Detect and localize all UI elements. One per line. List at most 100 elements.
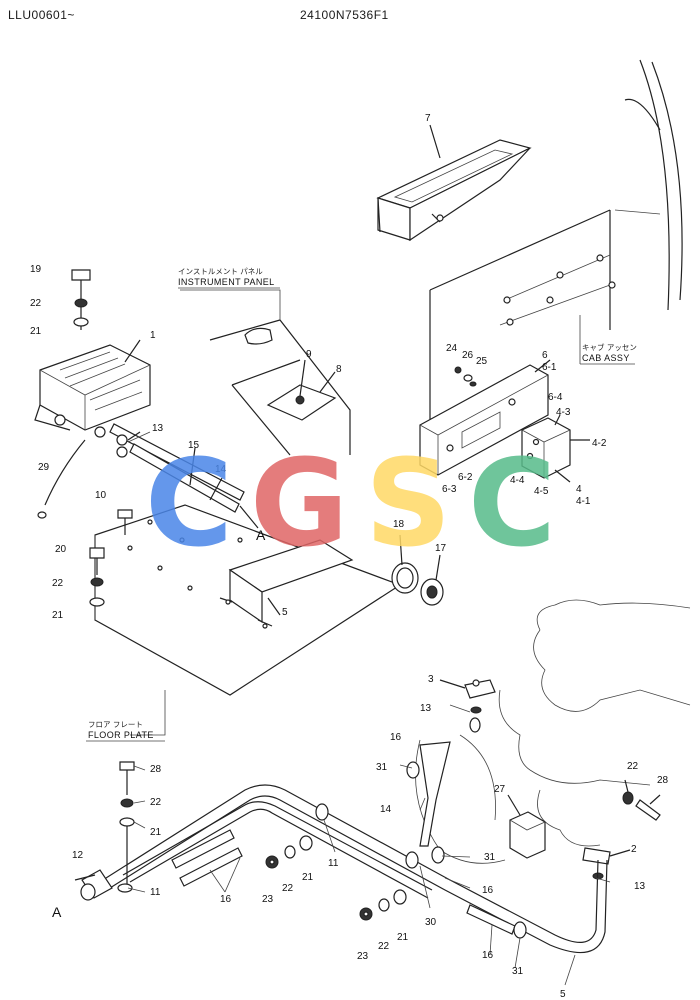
callout-21: 21 bbox=[30, 326, 42, 337]
instrument-panel-outline bbox=[180, 289, 351, 456]
callout-23: 23 bbox=[357, 951, 369, 962]
part-5-heater-pipe bbox=[94, 784, 608, 954]
callout-31: 31 bbox=[512, 966, 524, 977]
callout-22: 22 bbox=[378, 941, 390, 952]
part-7-overhead-unit bbox=[376, 124, 532, 242]
callout-4-1: 4-1 bbox=[576, 496, 591, 507]
cab-assy-label-jp: キャブ アッセン bbox=[582, 342, 637, 352]
callout-3: 3 bbox=[428, 674, 434, 685]
section-ref-a-upper: A bbox=[256, 527, 266, 543]
callout-21: 21 bbox=[150, 827, 162, 838]
callout-22: 22 bbox=[52, 578, 64, 589]
callout-14: 14 bbox=[215, 464, 227, 475]
callout-4-3: 4-3 bbox=[556, 407, 571, 418]
callout-27: 27 bbox=[494, 784, 506, 795]
callout-4-2: 4-2 bbox=[592, 438, 607, 449]
callout-5: 5 bbox=[282, 607, 288, 618]
callout-21: 21 bbox=[302, 872, 314, 883]
callout-12: 12 bbox=[72, 850, 84, 861]
fasteners-lower bbox=[117, 761, 407, 921]
model-serial-header: LLU00601~ bbox=[8, 8, 75, 22]
callout-30: 30 bbox=[425, 917, 437, 928]
callout-21: 21 bbox=[397, 932, 409, 943]
callout-16: 16 bbox=[482, 950, 494, 961]
parts-14-15-heater-hoses bbox=[109, 423, 259, 529]
cab-outline bbox=[429, 59, 683, 420]
callout-16: 16 bbox=[482, 885, 494, 896]
callout-numbers: 19 22 21 1 13 15 14 29 10 20 22 21 9 8 5… bbox=[30, 113, 669, 1000]
callout-11: 11 bbox=[328, 858, 339, 869]
part-5-bracket-upper bbox=[219, 539, 354, 629]
watermark-letter-s: S bbox=[365, 435, 451, 574]
part-16-hoses bbox=[171, 741, 516, 935]
callout-4: 4 bbox=[576, 484, 582, 495]
callout-16: 16 bbox=[220, 894, 232, 905]
callout-1: 1 bbox=[150, 330, 156, 341]
callout-29: 29 bbox=[38, 462, 50, 473]
callout-13: 13 bbox=[634, 881, 646, 892]
instrument-panel-label-jp: インストルメント パネル bbox=[178, 267, 263, 276]
part-1-heater-unit bbox=[34, 339, 151, 438]
callout-9: 9 bbox=[306, 349, 312, 360]
part-29-wire bbox=[37, 439, 86, 519]
floor-plate-outline bbox=[94, 504, 402, 736]
callout-16: 16 bbox=[390, 732, 402, 743]
engine-outline bbox=[415, 599, 691, 864]
callout-28: 28 bbox=[150, 764, 162, 775]
pipe-clamps bbox=[315, 717, 527, 939]
callout-24: 24 bbox=[446, 343, 458, 354]
floor-plate-label-jp: フロア フレート bbox=[88, 720, 143, 729]
callout-22: 22 bbox=[627, 761, 639, 772]
callout-6-1: 6-1 bbox=[542, 362, 557, 373]
callout-17: 17 bbox=[435, 543, 447, 554]
callout-22: 22 bbox=[282, 883, 294, 894]
callout-13: 13 bbox=[152, 423, 164, 434]
part-6-cover-panel bbox=[419, 359, 551, 476]
part-8-gauge-plate bbox=[244, 327, 337, 421]
callout-28: 28 bbox=[657, 775, 669, 786]
callout-2: 2 bbox=[631, 844, 637, 855]
callout-23: 23 bbox=[262, 894, 274, 905]
callout-4-5: 4-5 bbox=[534, 486, 549, 497]
watermark-letter-c1: C bbox=[145, 435, 233, 574]
fasteners-right bbox=[622, 779, 661, 821]
callout-14: 14 bbox=[380, 804, 392, 815]
cgsc-watermark: C G S C bbox=[145, 435, 556, 574]
callout-22: 22 bbox=[150, 797, 162, 808]
callout-25: 25 bbox=[476, 356, 488, 367]
callout-5: 5 bbox=[560, 989, 566, 1000]
callout-22: 22 bbox=[30, 298, 42, 309]
part-number-header: 24100N7536F1 bbox=[300, 8, 389, 22]
callout-6: 6 bbox=[542, 350, 548, 361]
callout-21: 21 bbox=[52, 610, 64, 621]
callout-6-4: 6-4 bbox=[548, 392, 563, 403]
callout-4-4: 4-4 bbox=[510, 475, 525, 486]
leader-lines bbox=[127, 431, 611, 986]
callout-6-3: 6-3 bbox=[442, 484, 457, 495]
part-4-switch-box bbox=[521, 414, 590, 483]
part-3-valve bbox=[439, 679, 496, 714]
callout-8: 8 bbox=[336, 364, 342, 375]
callout-26: 26 bbox=[462, 350, 474, 361]
callout-31: 31 bbox=[484, 852, 496, 863]
callout-13: 13 bbox=[420, 703, 432, 714]
part-27-bracket bbox=[507, 794, 546, 859]
floor-plate-label: FLOOR PLATE bbox=[88, 730, 154, 740]
cab-assy-label: CAB ASSY bbox=[582, 353, 630, 363]
fasteners-left bbox=[71, 269, 133, 607]
callout-31: 31 bbox=[376, 762, 388, 773]
callout-10: 10 bbox=[95, 490, 107, 501]
watermark-letter-g: G bbox=[250, 435, 349, 574]
callout-18: 18 bbox=[393, 519, 405, 530]
callout-15: 15 bbox=[188, 440, 200, 451]
callout-20: 20 bbox=[55, 544, 67, 555]
instrument-panel-label: INSTRUMENT PANEL bbox=[178, 277, 275, 287]
parts-17-18-grommets bbox=[391, 534, 444, 606]
watermark-letter-c2: C bbox=[468, 435, 556, 574]
callout-11: 11 bbox=[150, 887, 161, 898]
callout-6-2: 6-2 bbox=[458, 472, 473, 483]
callout-19: 19 bbox=[30, 264, 42, 275]
section-ref-a-lower: A bbox=[52, 904, 62, 920]
